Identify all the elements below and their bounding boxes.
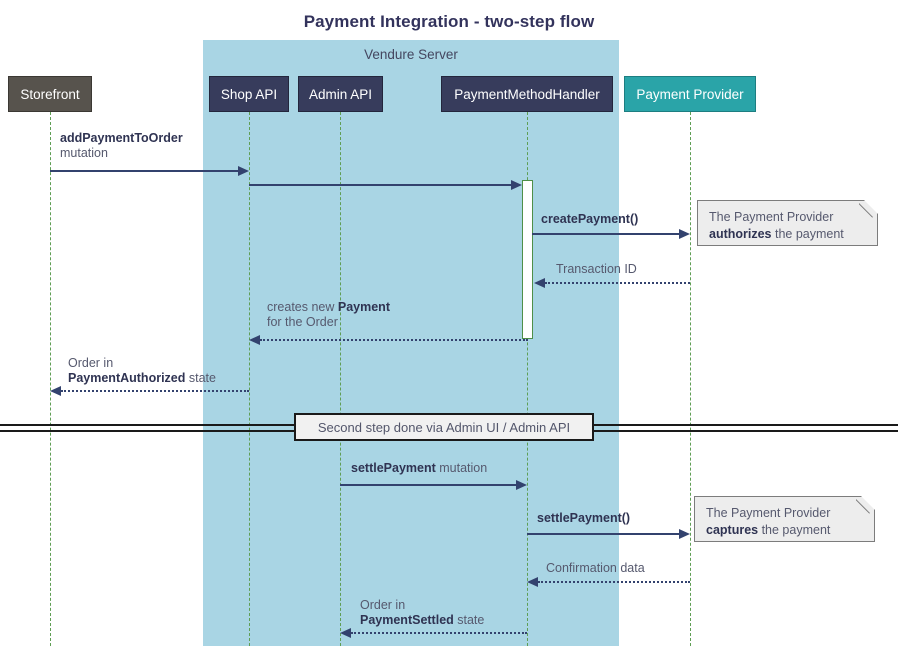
message-arrow-order-payment-settled — [351, 632, 527, 634]
participant-label: Shop API — [220, 86, 278, 102]
participant-payment-method-handler[interactable]: PaymentMethodHandler — [441, 76, 613, 112]
message-label-order-payment-settled: Order in PaymentSettled state — [360, 598, 484, 628]
note-fold-edge-icon — [859, 200, 878, 219]
participant-label: Payment Provider — [636, 86, 744, 102]
message-text-bold: settlePayment() — [537, 511, 631, 525]
message-text-suffix: state — [185, 371, 216, 385]
message-text-bold: PaymentSettled — [360, 613, 454, 627]
arrowhead-right — [511, 180, 522, 190]
message-text-bold: addPaymentToOrder — [60, 131, 183, 145]
message-text-suffix: mutation — [435, 461, 488, 475]
message-label-transaction-id: Transaction ID — [556, 262, 637, 277]
note-fold-edge-icon — [856, 496, 875, 515]
arrowhead-right — [679, 529, 690, 539]
lifeline-storefront — [50, 112, 51, 646]
message-arrow-shop-api-to-handler — [249, 184, 511, 186]
lifeline-shop-api — [249, 112, 250, 646]
message-text-plain: Order in — [360, 598, 406, 612]
message-label-settle-payment-mutation: settlePayment mutation — [351, 461, 487, 476]
message-text-bold: PaymentAuthorized — [68, 371, 186, 385]
divider-label: Second step done via Admin UI / Admin AP… — [317, 419, 571, 435]
message-arrow-create-payment — [532, 233, 679, 235]
note-suffix: the payment — [758, 523, 831, 537]
arrowhead-left — [249, 335, 260, 345]
message-text-bold: createPayment() — [541, 212, 639, 226]
participant-label: Storefront — [20, 86, 80, 102]
message-text-suffix: state — [453, 613, 485, 627]
arrowhead-left — [534, 278, 545, 288]
message-text-plain: Confirmation data — [546, 561, 645, 575]
message-text-plain: creates new — [267, 300, 338, 314]
note-bold: authorizes — [709, 227, 772, 241]
note-line-1: The Payment Provider — [706, 506, 831, 520]
message-label-add-payment-to-order: addPaymentToOrder mutation — [60, 131, 183, 161]
message-label-settle-payment-call: settlePayment() — [537, 511, 630, 526]
message-text-bold: Payment — [337, 300, 390, 314]
message-arrow-add-payment-to-order — [50, 170, 238, 172]
lifeline-admin-api — [340, 112, 341, 646]
note-suffix: the payment — [771, 227, 844, 241]
participant-label: Admin API — [308, 86, 373, 102]
message-arrow-settle-payment-call — [527, 533, 679, 535]
message-arrow-settle-payment-mutation — [340, 484, 516, 486]
message-label-creates-new-payment: creates new Payment for the Order — [267, 300, 390, 330]
arrowhead-left — [340, 628, 351, 638]
participant-payment-provider[interactable]: Payment Provider — [624, 76, 756, 112]
lifeline-payment-provider — [690, 112, 691, 646]
activation-bar-payment-method-handler — [522, 180, 533, 339]
note-authorizes: The Payment Provider authorizes the paym… — [697, 200, 878, 246]
arrowhead-left — [527, 577, 538, 587]
message-text-plain: mutation — [60, 146, 108, 160]
message-text-plain-2: for the Order — [267, 315, 338, 329]
arrowhead-right — [679, 229, 690, 239]
participant-shop-api[interactable]: Shop API — [209, 76, 289, 112]
message-arrow-creates-new-payment — [260, 339, 528, 341]
message-text-bold: settlePayment — [351, 461, 436, 475]
message-label-confirmation-data: Confirmation data — [546, 561, 645, 576]
message-label-order-payment-authorized: Order in PaymentAuthorized state — [68, 356, 216, 386]
divider-label-box: Second step done via Admin UI / Admin AP… — [294, 413, 594, 441]
arrowhead-right — [238, 166, 249, 176]
message-arrow-confirmation-data — [538, 581, 690, 583]
message-label-create-payment: createPayment() — [541, 212, 638, 227]
participant-storefront[interactable]: Storefront — [8, 76, 92, 112]
participant-label: PaymentMethodHandler — [454, 86, 600, 102]
note-bold: captures — [706, 523, 759, 537]
lifeline-payment-method-handler — [527, 112, 528, 646]
message-text-plain: Order in — [68, 356, 114, 370]
note-captures: The Payment Provider captures the paymen… — [694, 496, 875, 542]
page-title: Payment Integration - two-step flow — [303, 12, 595, 31]
arrowhead-left — [50, 386, 61, 396]
note-line-1: The Payment Provider — [709, 210, 834, 224]
message-text-plain: Transaction ID — [556, 262, 637, 276]
message-arrow-order-payment-authorized — [61, 390, 249, 392]
message-arrow-transaction-id — [545, 282, 690, 284]
arrowhead-right — [516, 480, 527, 490]
participant-admin-api[interactable]: Admin API — [298, 76, 383, 112]
group-vendure-server: Vendure Server — [203, 40, 619, 646]
group-label: Vendure Server — [364, 47, 458, 62]
